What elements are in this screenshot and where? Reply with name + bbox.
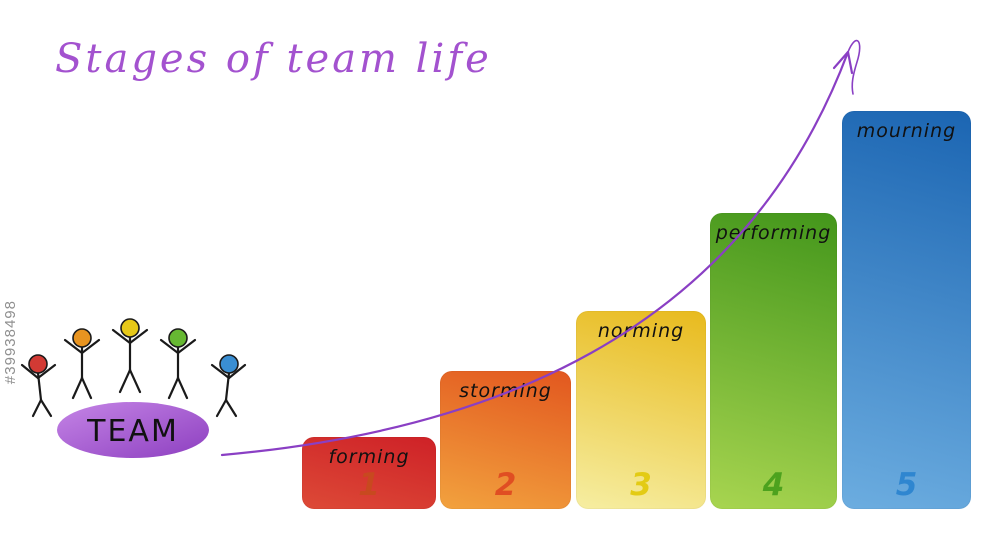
stage-bar-mourning: mourning 5 [842,111,971,509]
stick-figure-2 [63,328,101,400]
stage-number-3: 3 [630,467,652,503]
page-title: Stages of team life [55,36,492,82]
growth-arrow-head [832,50,854,75]
member-head-yellow [120,318,140,338]
team-diagram: TEAM [20,318,247,458]
stage-bar-norming: norming 3 [576,311,706,509]
stage-label-mourning: mourning [856,120,957,142]
stage-label-performing: performing [715,222,832,244]
stage-number-2: 2 [494,467,517,503]
growth-arrow-flourish [847,39,861,95]
stick-figure-1 [20,354,57,418]
stage-number-5: 5 [895,467,918,503]
member-head-red [28,354,48,374]
member-head-green [168,328,188,348]
stage-label-norming: norming [597,320,685,342]
member-head-blue [219,354,239,374]
stage-label-storming: storming [459,380,552,402]
stick-figure-4 [159,328,197,400]
stage-bar-forming: forming 1 [302,437,436,509]
stick-figure-5 [210,354,247,418]
stage-label-forming: forming [328,446,410,468]
team-ellipse [57,402,209,458]
stick-figures [20,318,247,418]
stage-bar-performing: performing 4 [710,213,837,509]
stage-bar-storming: storming 2 [440,371,571,509]
member-head-orange [72,328,92,348]
stick-figure-3 [111,318,149,394]
team-label: TEAM [86,414,179,449]
stage-number-1: 1 [358,467,380,503]
stage-number-4: 4 [762,467,785,503]
